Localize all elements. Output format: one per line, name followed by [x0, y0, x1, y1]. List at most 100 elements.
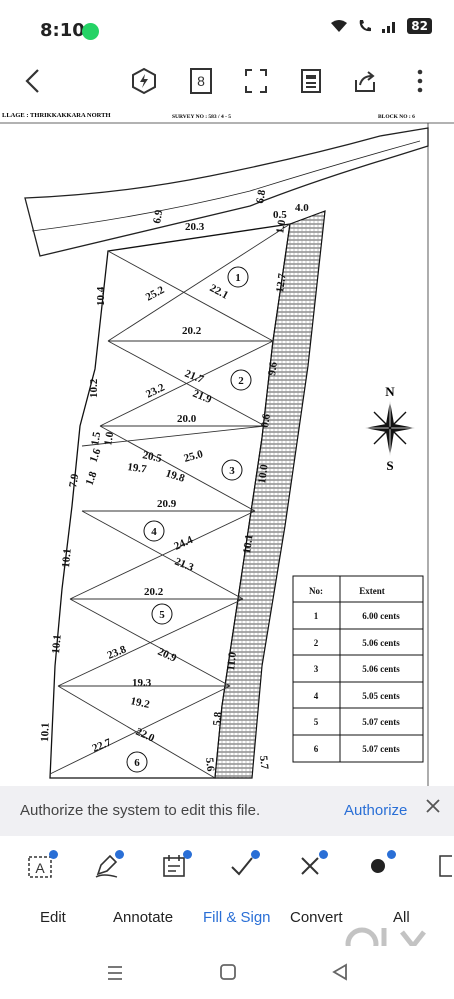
checkmark-tool[interactable]: [224, 848, 260, 884]
dim-label: 19.8: [164, 467, 186, 485]
dim-label: 1.8: [84, 470, 100, 487]
fullscreen-button[interactable]: [241, 66, 271, 96]
checkmark-icon: [231, 857, 253, 876]
dim-label: 10.2: [88, 378, 100, 398]
compass-north: N: [385, 384, 395, 399]
dim-label: 22.7: [91, 736, 114, 755]
text-box-icon: A: [28, 856, 52, 878]
plot-number: 6: [134, 757, 140, 769]
dim-label: 10.1: [60, 548, 74, 568]
extent-table: No: Extent 1 6.00 cents 2 5.06 cents 3 5…: [292, 575, 424, 763]
dim-label: 1.6: [88, 447, 104, 464]
table-cell: 4: [314, 691, 319, 701]
dim-label: 11.0: [225, 651, 239, 671]
document-page[interactable]: LLAGE : THRIKKAKKARA NORTH SURVEY NO : 5…: [0, 106, 454, 786]
dim-label: 5.6: [203, 757, 216, 772]
fullscreen-icon: [245, 69, 267, 93]
more-vertical-icon: [417, 69, 423, 93]
status-bar: 8:10 82: [0, 0, 454, 58]
more-tools-partial[interactable]: [430, 848, 454, 884]
annotate-tool[interactable]: [88, 848, 124, 884]
dim-label: 9.6: [266, 361, 280, 377]
whatsapp-icon: [82, 23, 99, 40]
dim-label: 20.2: [144, 586, 164, 598]
table-header-extent: Extent: [359, 586, 385, 596]
cross-tool[interactable]: [292, 848, 328, 884]
dim-label: 5.8: [211, 711, 224, 726]
recent-apps-icon: [108, 966, 122, 980]
close-icon: [426, 799, 440, 813]
signal-icon: [382, 22, 396, 33]
table-cell: 5.05 cents: [362, 691, 400, 701]
chevron-left-icon: [25, 69, 39, 93]
edit-text-tool[interactable]: A: [22, 848, 58, 884]
dim-label: 0.5: [273, 209, 287, 221]
dim-label: 6.8: [254, 188, 268, 204]
more-options-button[interactable]: [405, 66, 435, 96]
dim-label: 20.5: [141, 449, 163, 465]
home-icon: [220, 964, 236, 980]
home-button[interactable]: [218, 962, 238, 987]
battery-badge: 82: [407, 18, 432, 34]
wifi-icon: [331, 20, 348, 32]
svg-text:A: A: [35, 860, 45, 876]
dot-tool[interactable]: [360, 848, 396, 884]
tool-row: A: [0, 836, 454, 896]
tab-annotate[interactable]: Annotate: [113, 909, 174, 926]
dim-label: 21.9: [191, 388, 214, 407]
dim-label: 0.6: [259, 413, 273, 429]
back-nav-button[interactable]: [330, 962, 350, 987]
dim-label: 19.7: [127, 461, 148, 476]
road-outline: [24, 127, 429, 257]
dim-label: 1.0: [274, 218, 288, 234]
ai-assistant-button[interactable]: [129, 66, 159, 96]
table-cell: 3: [314, 664, 319, 674]
fill-sign-tool[interactable]: [156, 848, 192, 884]
plot-number: 1: [235, 272, 241, 284]
dim-label: 4.0: [295, 202, 309, 214]
pen-icon: [95, 854, 118, 878]
table-header-no: No:: [309, 586, 323, 596]
page-count-icon: 8: [190, 68, 212, 94]
share-button[interactable]: [350, 66, 380, 96]
plot-number: 5: [159, 609, 165, 621]
authorize-banner: Authorize the system to edit this file. …: [0, 786, 454, 836]
header-block: BLOCK NO : 6: [378, 114, 415, 120]
form-icon: [163, 855, 185, 877]
dim-label: 20.9: [156, 646, 179, 665]
dim-label: 23.8: [106, 643, 129, 662]
dim-label: 19.2: [129, 695, 151, 711]
compass-south: S: [386, 458, 393, 473]
table-cell: 5.06 cents: [362, 638, 400, 648]
close-banner-button[interactable]: [425, 794, 441, 820]
svg-text:8: 8: [197, 73, 205, 89]
page-count-button[interactable]: 8: [186, 66, 216, 96]
dim-label: 25.2: [144, 284, 167, 304]
authorize-message: Authorize the system to edit this file.: [20, 802, 261, 819]
recent-apps-button[interactable]: [105, 964, 125, 987]
dim-label: 10.1: [241, 534, 256, 555]
authorize-button[interactable]: Authorize: [344, 802, 408, 819]
status-time: 8:10: [40, 20, 85, 41]
dim-label: 6.9: [151, 208, 165, 224]
survey-sketch: LLAGE : THRIKKAKKARA NORTH SURVEY NO : 5…: [0, 112, 454, 786]
tab-all[interactable]: All: [393, 909, 410, 926]
reading-mode-icon: [301, 69, 321, 93]
tab-fill-sign[interactable]: Fill & Sign: [203, 909, 271, 926]
dim-label: 1.0: [102, 430, 116, 446]
hexagon-bolt-icon: [132, 67, 156, 95]
dim-label: 10.1: [50, 634, 64, 654]
tab-edit[interactable]: Edit: [40, 909, 66, 926]
plot-number: 2: [238, 375, 244, 387]
back-button[interactable]: [18, 66, 48, 96]
filled-circle-icon: [371, 859, 385, 873]
reading-mode-button[interactable]: [296, 66, 326, 96]
plot-number: 3: [229, 465, 235, 477]
dim-label: 7.9: [67, 472, 81, 488]
tab-convert[interactable]: Convert: [290, 909, 343, 926]
table-cell: 2: [314, 638, 319, 648]
dim-label: 23.2: [144, 381, 167, 400]
dim-label: 20.2: [182, 325, 202, 337]
table-cell: 5.07 cents: [362, 717, 400, 727]
header-village: LLAGE : THRIKKAKKARA NORTH: [2, 112, 111, 119]
